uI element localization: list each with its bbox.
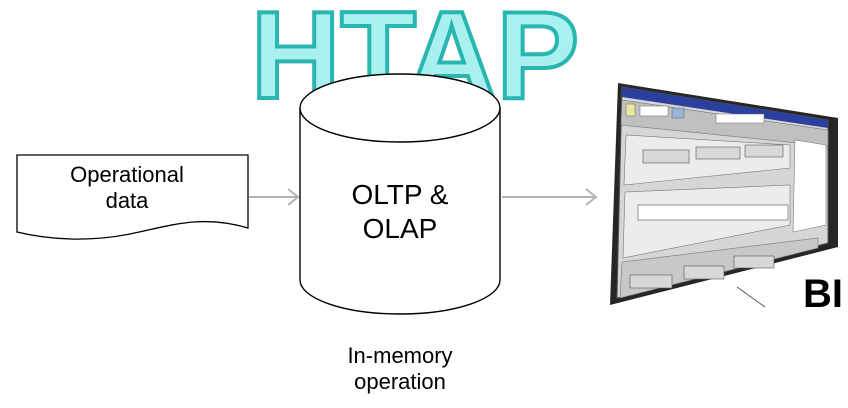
caption-line-1: In-memory	[347, 343, 453, 368]
operational-data-line-2: data	[105, 188, 149, 213]
database-cylinder	[299, 73, 501, 315]
operational-data-line-1: Operational	[70, 162, 184, 187]
bi-application-screen	[610, 83, 838, 305]
diagram-title: HTAP	[249, 2, 581, 106]
operational-data-label: Operational data	[22, 162, 232, 214]
title-text: HTAP	[251, 2, 579, 106]
bi-label: BI	[803, 272, 843, 316]
caption-line-2: operation	[354, 369, 446, 394]
database-label-line-1: OLTP &	[351, 179, 449, 210]
arrow-to-bi	[502, 188, 598, 206]
arrow-to-database	[249, 188, 300, 206]
database-label: OLTP & OLAP	[300, 178, 500, 246]
operational-data-document	[16, 154, 249, 240]
database-label-line-2: OLAP	[362, 213, 438, 244]
in-memory-caption: In-memory operation	[290, 343, 510, 395]
bi-pointer-line	[736, 286, 766, 308]
